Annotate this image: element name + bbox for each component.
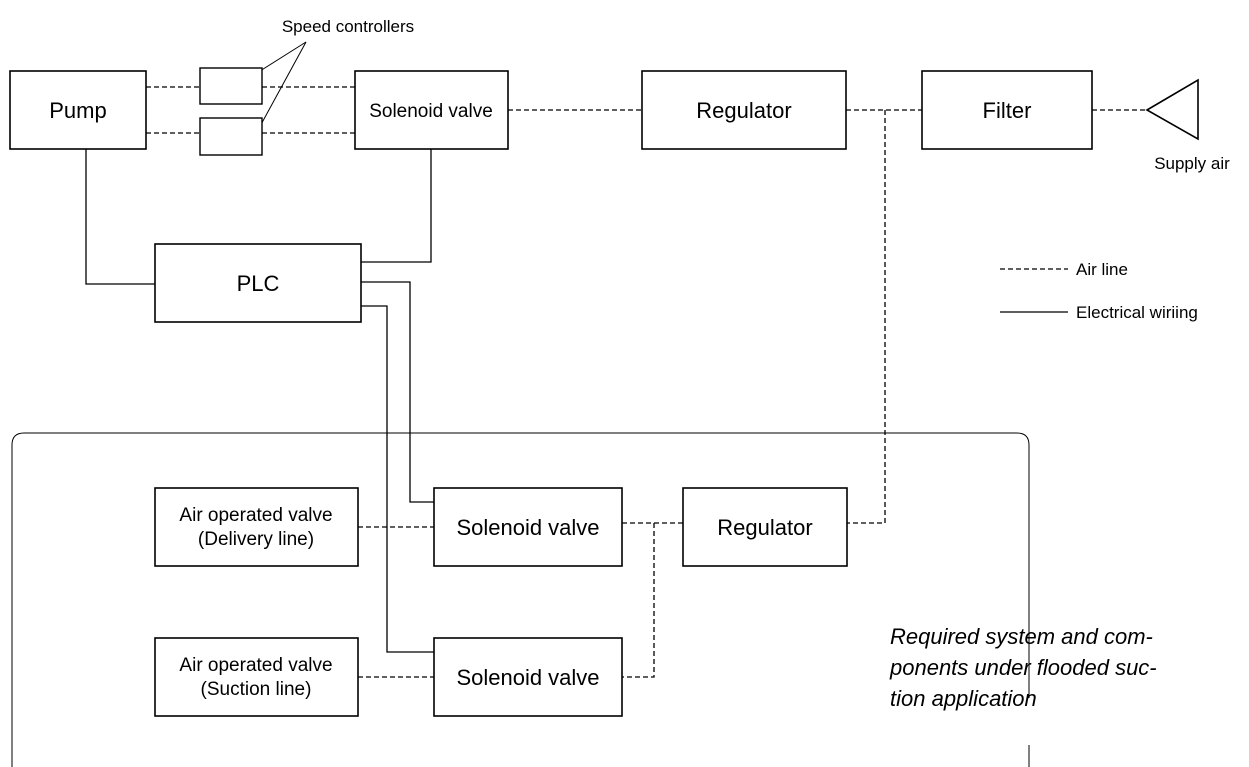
- flooded-suction-note-line-1: Required system and com-: [890, 624, 1153, 649]
- regulator-top-label: Regulator: [696, 98, 791, 123]
- flooded-suction-note-line-3: tion application: [890, 686, 1037, 711]
- pump-box: Pump: [9, 70, 147, 150]
- aov-delivery-label-1: Air operated valve: [179, 505, 332, 526]
- legend: Air line Electrical wiriing: [1000, 260, 1198, 322]
- solenoid-valve-suction-label: Solenoid valve: [456, 665, 599, 690]
- legend-air-line-label: Air line: [1076, 260, 1128, 279]
- aov-delivery-label-2: (Delivery line): [198, 529, 314, 550]
- aov-suction-label-2: (Suction line): [201, 679, 312, 700]
- speed-controller-2: [199, 117, 263, 156]
- plc-label: PLC: [237, 271, 280, 296]
- solenoid-valve-suction-box: Solenoid valve: [433, 637, 623, 717]
- aov-suction-box: Air operated valve (Suction line): [154, 637, 359, 717]
- supply-air-label: Supply air: [1154, 154, 1230, 173]
- air-lines: [146, 86, 1147, 678]
- solenoid-valve-top-label: Solenoid valve: [369, 101, 493, 122]
- legend-electrical-label: Electrical wiriing: [1076, 303, 1198, 322]
- flooded-suction-frame: [11, 432, 1030, 767]
- solenoid-valve-delivery-box: Solenoid valve: [433, 487, 623, 567]
- regulator-bottom-label: Regulator: [717, 515, 812, 540]
- filter-label: Filter: [983, 98, 1032, 123]
- flooded-suction-note-line-2: ponents under flooded suc-: [889, 655, 1157, 680]
- solenoid-valve-top-box: Solenoid valve: [354, 70, 509, 150]
- electrical-wiring: [85, 149, 434, 653]
- plc-box: PLC: [154, 243, 362, 323]
- speed-controller-1: [199, 67, 263, 105]
- regulator-top-box: Regulator: [641, 70, 847, 150]
- regulator-bottom-box: Regulator: [682, 487, 848, 567]
- aov-delivery-box: Air operated valve (Delivery line): [154, 487, 359, 567]
- aov-suction-label-1: Air operated valve: [179, 655, 332, 676]
- filter-box: Filter: [921, 70, 1093, 150]
- supply-air-icon: [1145, 78, 1199, 141]
- pump-label: Pump: [49, 98, 106, 123]
- speed-controllers-label: Speed controllers: [282, 17, 414, 36]
- solenoid-valve-delivery-label: Solenoid valve: [456, 515, 599, 540]
